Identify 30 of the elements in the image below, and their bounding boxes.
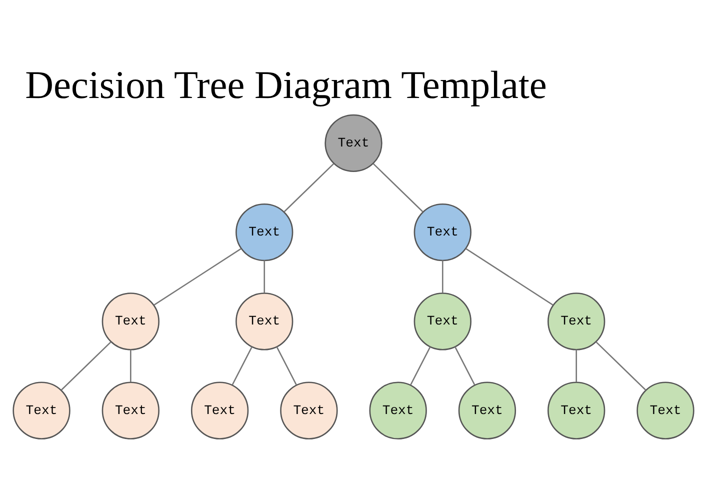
connector [454,346,476,385]
node-circle: Text [548,292,606,350]
connector [410,346,431,385]
connector [576,350,577,382]
node-circle: Text [414,203,472,262]
node-circle: Text [236,203,294,262]
node-circle: Text [414,292,472,350]
node-circle: Text [102,292,160,350]
node-circle: Text [369,382,427,440]
connector [466,248,554,306]
node-circle: Text [458,382,516,440]
node-circle: Text [190,382,249,440]
connector [596,341,646,391]
connector [264,260,266,293]
node-circle: Text [236,292,294,350]
node-circle: Text [280,382,338,440]
connector [60,341,112,391]
connector [284,163,334,212]
node-circle: Text [324,114,382,172]
connector [276,346,297,385]
node-circle: Text [548,382,606,440]
node-circle: Text [12,382,70,440]
connector [232,346,253,385]
connector [372,163,424,212]
connector [154,248,242,306]
connector [442,260,444,293]
diagram-title: Decision Tree Diagram Template [25,62,547,107]
node-circle: Text [102,382,160,440]
node-circle: Text [636,382,694,440]
connector [130,350,132,382]
